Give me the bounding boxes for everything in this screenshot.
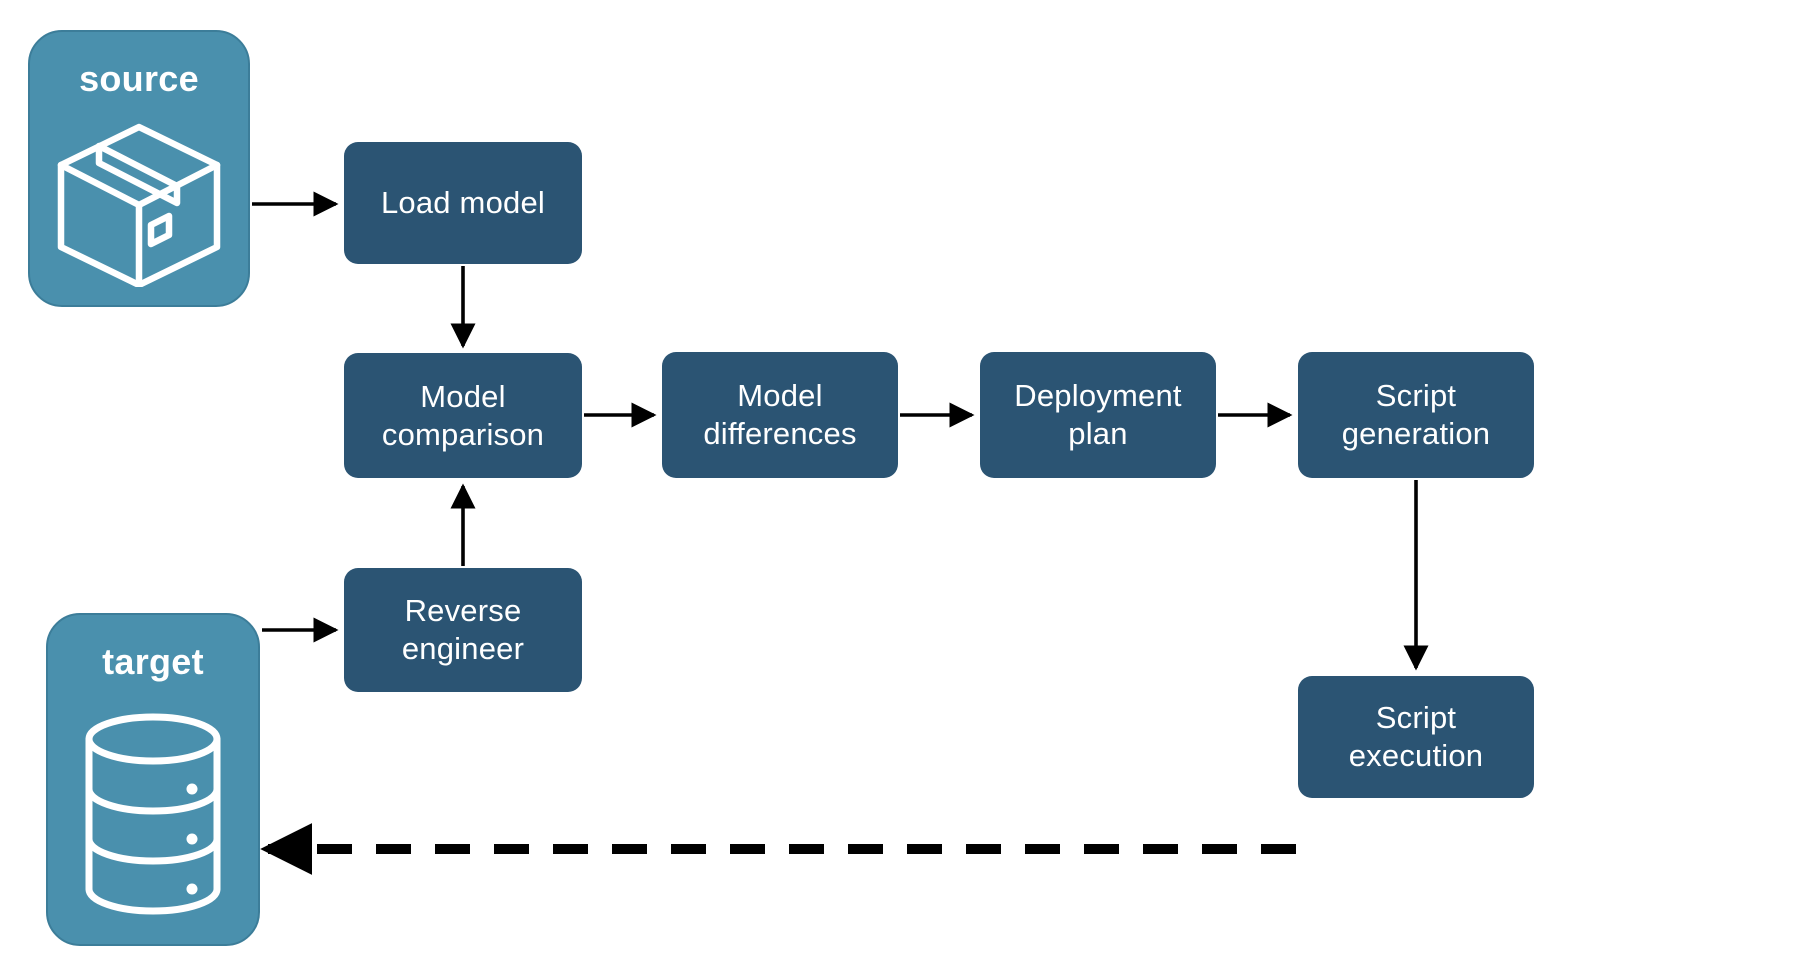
process-model-comparison-label: Model comparison	[381, 378, 545, 452]
endpoint-target-label: target	[102, 641, 204, 682]
process-model-differences[interactable]: Model differences	[662, 352, 898, 478]
process-model-comparison[interactable]: Model comparison	[344, 353, 582, 478]
endpoint-source[interactable]: source	[28, 30, 250, 307]
package-box-icon	[30, 100, 248, 305]
process-script-execution[interactable]: Script execution	[1298, 676, 1534, 798]
endpoint-source-label: source	[79, 58, 199, 99]
endpoint-target[interactable]: target	[46, 613, 260, 946]
process-reverse-engineer[interactable]: Reverse engineer	[344, 568, 582, 692]
process-reverse-engineer-label: Reverse engineer	[401, 593, 525, 666]
process-script-generation-label: Script generation	[1341, 378, 1491, 451]
process-deployment-plan[interactable]: Deployment plan	[980, 352, 1216, 478]
process-load-model[interactable]: Load model	[344, 142, 582, 264]
process-script-execution-label: Script execution	[1348, 700, 1484, 773]
process-load-model-label: Load model	[380, 185, 545, 221]
process-deployment-plan-label: Deployment plan	[1014, 378, 1182, 451]
process-script-generation[interactable]: Script generation	[1298, 352, 1534, 478]
process-model-differences-label: Model differences	[703, 378, 857, 451]
database-cylinder-icon	[48, 683, 258, 944]
